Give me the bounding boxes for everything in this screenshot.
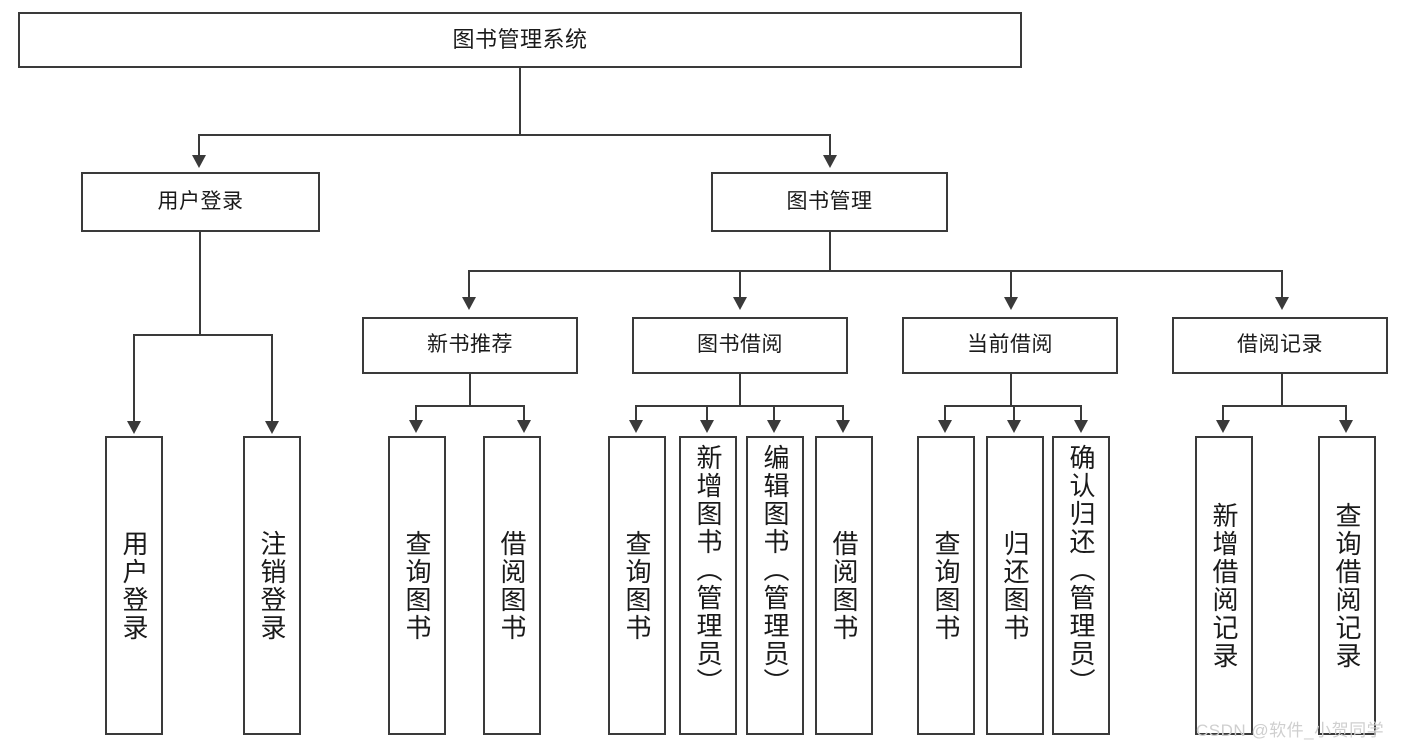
arrow-down-icon <box>127 421 141 434</box>
connector-borrow-record-drop-1 <box>1222 405 1224 421</box>
arrow-down-icon <box>700 420 714 433</box>
arrow-down-icon <box>1004 297 1018 310</box>
arrow-down-icon <box>629 420 643 433</box>
node-borrow-record[interactable]: 借阅记录 <box>1172 317 1388 374</box>
arrow-down-icon <box>409 420 423 433</box>
arrow-down-icon <box>265 421 279 434</box>
leaf-edit-book-admin[interactable]: 编辑图书（管理员） <box>746 436 804 735</box>
node-user-login[interactable]: 用户登录 <box>81 172 320 232</box>
arrow-down-icon <box>733 297 747 310</box>
connector-book-borrow-drop-1 <box>635 405 637 421</box>
connector-current-borrow-drop-1 <box>944 405 946 421</box>
connector-current-borrow-drop-2 <box>1013 405 1015 421</box>
node-label: 查询图书 <box>402 529 432 642</box>
arrow-down-icon <box>1007 420 1021 433</box>
connector-new-book-stem <box>469 374 471 406</box>
connector-root-bar <box>198 134 831 136</box>
arrow-down-icon <box>823 155 837 168</box>
leaf-logout[interactable]: 注销登录 <box>243 436 301 735</box>
connector-user-login-drop-1 <box>133 334 135 422</box>
connector-current-borrow-bar <box>944 405 1081 407</box>
node-label: 新书推荐 <box>427 333 513 357</box>
arrow-down-icon <box>517 420 531 433</box>
leaf-query-book[interactable]: 查询图书 <box>608 436 666 735</box>
connector-book-mgmt-bar <box>468 270 1282 272</box>
connector-borrow-record-bar <box>1222 405 1347 407</box>
connector-book-mgmt-drop-1 <box>468 270 470 298</box>
connector-new-book-drop-2 <box>523 405 525 421</box>
node-label: 图书管理系统 <box>452 27 588 53</box>
connector-root-to-user-login <box>198 134 200 156</box>
node-current-borrow[interactable]: 当前借阅 <box>902 317 1118 374</box>
connector-new-book-bar <box>415 405 525 407</box>
node-book-borrow[interactable]: 图书借阅 <box>632 317 848 374</box>
node-label: 查询借阅记录 <box>1332 501 1362 670</box>
leaf-query-borrow-record[interactable]: 查询借阅记录 <box>1318 436 1376 735</box>
connector-user-login-drop-2 <box>271 334 273 422</box>
leaf-add-book-admin[interactable]: 新增图书（管理员） <box>679 436 737 735</box>
arrow-down-icon <box>1339 420 1353 433</box>
connector-borrow-record-stem <box>1281 374 1283 406</box>
node-label: 图书借阅 <box>697 333 783 357</box>
connector-book-mgmt-stem <box>829 232 831 272</box>
node-label: 新增图书（管理员） <box>693 444 723 696</box>
arrow-down-icon <box>938 420 952 433</box>
leaf-borrow-book[interactable]: 借阅图书 <box>815 436 873 735</box>
connector-root-to-book-mgmt <box>829 134 831 156</box>
connector-book-borrow-drop-4 <box>842 405 844 421</box>
leaf-query-book-current[interactable]: 查询图书 <box>917 436 975 735</box>
connector-borrow-record-drop-2 <box>1345 405 1347 421</box>
connector-current-borrow-drop-3 <box>1080 405 1082 421</box>
node-label: 图书管理 <box>786 189 873 213</box>
connector-book-borrow-drop-2 <box>706 405 708 421</box>
connector-book-mgmt-drop-3 <box>1010 270 1012 298</box>
arrow-down-icon <box>462 297 476 310</box>
node-book-management[interactable]: 图书管理 <box>711 172 948 232</box>
connector-new-book-drop-1 <box>415 405 417 421</box>
node-label: 归还图书 <box>1000 529 1030 642</box>
leaf-return-book[interactable]: 归还图书 <box>986 436 1044 735</box>
connector-user-login-stem <box>199 232 201 335</box>
node-new-book-recommend[interactable]: 新书推荐 <box>362 317 578 374</box>
connector-book-borrow-stem <box>739 374 741 406</box>
leaf-borrow-book-recommend[interactable]: 借阅图书 <box>483 436 541 735</box>
node-label: 编辑图书（管理员） <box>760 444 790 696</box>
connector-root-stem <box>519 68 521 135</box>
connector-book-borrow-drop-3 <box>773 405 775 421</box>
connector-book-borrow-bar <box>635 405 844 407</box>
node-label: 新增借阅记录 <box>1209 501 1239 670</box>
node-label: 查询图书 <box>931 529 961 642</box>
leaf-query-book-recommend[interactable]: 查询图书 <box>388 436 446 735</box>
arrow-down-icon <box>836 420 850 433</box>
leaf-user-login[interactable]: 用户登录 <box>105 436 163 735</box>
node-label: 用户登录 <box>157 189 244 213</box>
node-label: 借阅图书 <box>829 529 859 642</box>
node-label: 确认归还（管理员） <box>1066 444 1096 696</box>
arrow-down-icon <box>1275 297 1289 310</box>
connector-book-mgmt-drop-4 <box>1281 270 1283 298</box>
arrow-down-icon <box>1216 420 1230 433</box>
leaf-add-borrow-record[interactable]: 新增借阅记录 <box>1195 436 1253 735</box>
node-label: 注销登录 <box>257 529 287 642</box>
arrow-down-icon <box>1074 420 1088 433</box>
arrow-down-icon <box>192 155 206 168</box>
node-label: 用户登录 <box>119 529 149 642</box>
node-label: 借阅记录 <box>1237 333 1323 357</box>
node-root-system[interactable]: 图书管理系统 <box>18 12 1022 68</box>
node-label: 借阅图书 <box>497 529 527 642</box>
connector-book-mgmt-drop-2 <box>739 270 741 298</box>
leaf-confirm-return-admin[interactable]: 确认归还（管理员） <box>1052 436 1110 735</box>
connector-current-borrow-stem <box>1010 374 1012 406</box>
node-label: 当前借阅 <box>967 333 1053 357</box>
arrow-down-icon <box>767 420 781 433</box>
csdn-watermark: CSDN @软件_小贺同学 <box>1196 721 1385 740</box>
node-label: 查询图书 <box>622 529 652 642</box>
connector-user-login-bar <box>133 334 273 336</box>
